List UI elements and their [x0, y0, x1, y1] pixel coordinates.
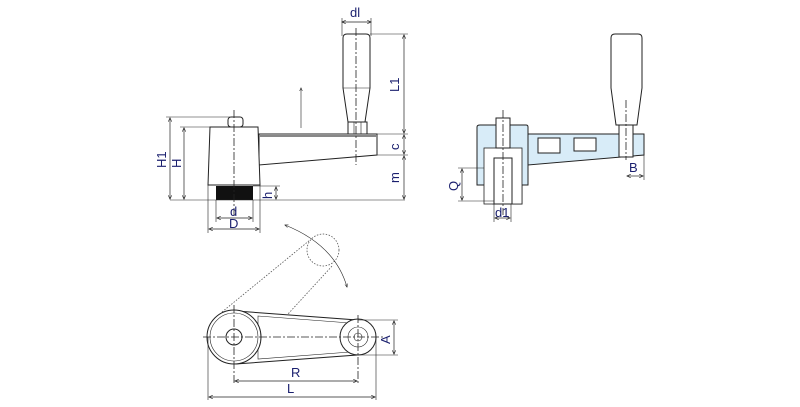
label-Q: Q	[446, 181, 461, 191]
handle-nut	[347, 121, 368, 135]
label-D: D	[229, 216, 238, 231]
label-H: H	[169, 159, 184, 168]
arm	[258, 133, 378, 166]
label-h: h	[260, 192, 275, 199]
label-A: A	[378, 335, 393, 344]
section-handle-grip	[610, 33, 643, 126]
threaded-insert	[216, 186, 253, 200]
label-dl: dl	[350, 5, 360, 20]
top-view: A R L	[203, 225, 398, 400]
label-R: R	[291, 365, 300, 380]
side-view: dl L1 c m H1 H h d D	[154, 5, 408, 233]
label-d: d	[230, 204, 237, 219]
handle-grip	[342, 33, 371, 123]
label-c: c	[387, 143, 402, 150]
label-m: m	[387, 172, 402, 183]
label-H1: H1	[154, 151, 169, 168]
label-L: L	[287, 381, 294, 396]
section-view: Q d1 B	[446, 33, 645, 222]
rotation-arrow	[285, 225, 347, 287]
label-B: B	[629, 160, 638, 175]
label-d1: d1	[495, 205, 509, 220]
label-L1: L1	[387, 78, 402, 92]
screw	[227, 116, 244, 128]
